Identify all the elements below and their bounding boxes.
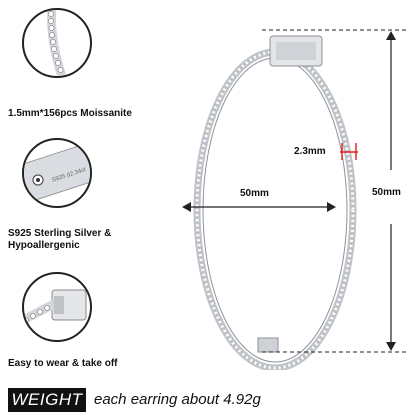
stone-closeup-icon xyxy=(47,10,67,76)
dimension-lines xyxy=(182,29,408,353)
clasp-stamp-icon: S925 d2.34ct xyxy=(24,143,90,202)
hinge-clasp-icon xyxy=(24,289,87,325)
feature-caption-silver: S925 Sterling Silver & Hypoallergenic xyxy=(8,228,112,251)
weight-description: each earring about 4.92g xyxy=(94,391,261,408)
moissanite-closeup-image xyxy=(22,8,92,78)
feature-caption-easy-wear: Easy to wear & take off xyxy=(8,358,118,369)
thickness-label: 2.3mm xyxy=(294,146,326,157)
weight-badge: WEIGHT xyxy=(8,388,86,412)
hoop-earring-image xyxy=(193,35,357,370)
height-label: 50mm xyxy=(372,187,401,198)
clasp-stamp-image: S925 d2.34ct xyxy=(22,138,92,208)
width-label: 50mm xyxy=(240,188,269,199)
hinge-clasp-image xyxy=(22,272,92,342)
feature-caption-moissanite: 1.5mm*156pcs Moissanite xyxy=(8,108,132,119)
